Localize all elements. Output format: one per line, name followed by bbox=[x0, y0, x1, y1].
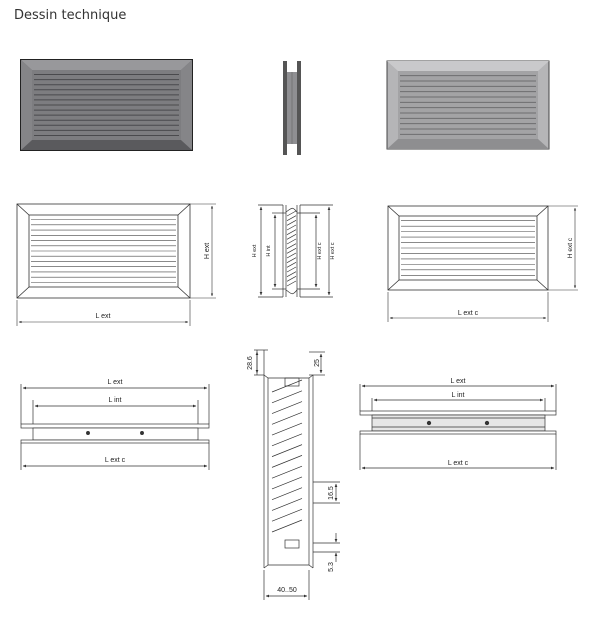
slat bbox=[271, 411, 303, 425]
slat bbox=[271, 401, 303, 414]
slat bbox=[271, 422, 303, 436]
dim-label-l-int-3b: L int bbox=[452, 392, 465, 399]
dim-label-16-5: 16.5 bbox=[328, 486, 335, 500]
dim-label-h-ext-c-2: H ext c bbox=[567, 237, 574, 258]
dim-label-l-int-3a: L int bbox=[109, 397, 122, 404]
slat bbox=[286, 276, 297, 282]
dim-label-l-ext-3b: L ext bbox=[451, 378, 466, 385]
slat bbox=[271, 433, 303, 447]
front-view-dark-grille bbox=[20, 59, 193, 151]
section-view bbox=[254, 349, 340, 600]
slat bbox=[286, 210, 297, 217]
dim-label-25: 25 bbox=[314, 359, 321, 367]
slat bbox=[286, 243, 297, 249]
slat bbox=[286, 234, 297, 240]
slat bbox=[286, 215, 297, 221]
front-view-light-grille bbox=[386, 60, 550, 150]
top-view-right bbox=[359, 384, 557, 470]
slat bbox=[286, 229, 297, 235]
slat bbox=[286, 220, 297, 226]
slat bbox=[271, 379, 303, 393]
dim-label-l-ext-c-3b: L ext c bbox=[448, 460, 469, 467]
side-line-drawing bbox=[258, 204, 333, 298]
louvers-line-2 bbox=[401, 220, 535, 276]
dim-label-28-6: 28.6 bbox=[247, 356, 254, 370]
section-louvers bbox=[271, 379, 303, 533]
slat bbox=[286, 257, 297, 263]
slat bbox=[286, 280, 297, 287]
front-line-drawing-2 bbox=[387, 205, 578, 322]
louvers-dark bbox=[34, 74, 179, 136]
slat bbox=[286, 271, 297, 277]
front-line-drawing-1 bbox=[16, 203, 191, 299]
slat bbox=[271, 444, 303, 457]
dim-label-l-ext-c-2: L ext c bbox=[458, 310, 479, 317]
dim-label-h-ext-c-side-2: H ext c bbox=[330, 242, 336, 259]
slat bbox=[271, 476, 303, 490]
side-louvers bbox=[286, 210, 297, 287]
slat bbox=[286, 224, 297, 231]
slat bbox=[286, 266, 297, 273]
dim-label-h-int-side: H int bbox=[266, 245, 272, 257]
dim-label-h-ext-side: H ext bbox=[252, 244, 258, 257]
dim-label-h-ext-1: H ext bbox=[204, 243, 211, 259]
slat bbox=[271, 465, 303, 479]
slat bbox=[286, 248, 297, 254]
slat bbox=[271, 519, 303, 533]
slat bbox=[271, 455, 303, 468]
slat bbox=[271, 487, 303, 501]
slat bbox=[271, 390, 303, 404]
louvers-light bbox=[400, 75, 536, 135]
dim-label-l-ext-1: L ext bbox=[96, 313, 111, 320]
side-view-render bbox=[283, 61, 301, 155]
dim-label-h-ext-c-side-1: H ext c bbox=[317, 242, 323, 259]
slat bbox=[286, 252, 297, 259]
slat bbox=[271, 508, 303, 522]
louvers-line-1 bbox=[31, 219, 176, 283]
page-title: Dessin technique bbox=[14, 8, 127, 23]
dim-label-40-50: 40..50 bbox=[277, 587, 297, 594]
dim-label-5-3: 5.3 bbox=[328, 562, 335, 572]
slat bbox=[271, 498, 303, 511]
slat bbox=[286, 238, 297, 245]
dim-label-l-ext-c-3a: L ext c bbox=[105, 457, 126, 464]
slat bbox=[286, 262, 297, 268]
dim-h-ext-1 bbox=[16, 203, 216, 326]
top-view-left bbox=[20, 384, 210, 470]
dim-label-l-ext-3a: L ext bbox=[108, 379, 123, 386]
